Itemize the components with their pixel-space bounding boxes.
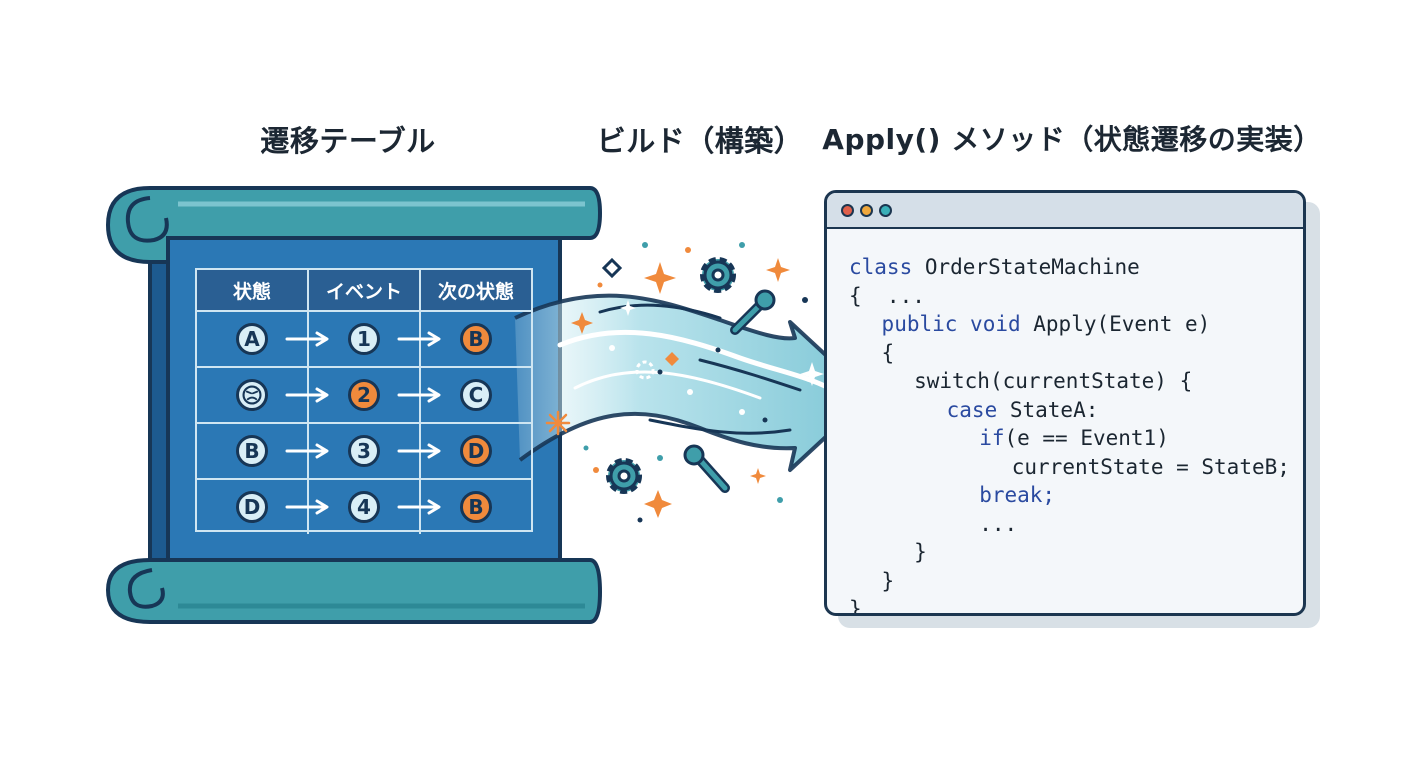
table-cell: D (197, 480, 329, 534)
arrow-right-icon (397, 387, 443, 403)
header-next-state: 次の状態 (437, 280, 514, 303)
title-transition-table: 遷移テーブル (260, 124, 436, 158)
code-block: class OrderStateMachine { ... public void … (827, 229, 1303, 616)
table-cell: 3 (309, 424, 441, 478)
gear-icon (606, 458, 642, 494)
table-cell: 1 (309, 312, 441, 366)
sparkle-icon (620, 300, 824, 386)
maximize-dot-icon[interactable] (879, 203, 892, 217)
next-state-circle: D (460, 435, 492, 467)
close-dot-icon[interactable] (841, 203, 854, 217)
arrow-right-icon (285, 387, 331, 403)
code-line: } (914, 540, 927, 564)
gear-icon (700, 257, 736, 293)
arrow-right-icon (397, 331, 443, 347)
code-line: } (849, 597, 862, 616)
arrow-right-icon (285, 499, 331, 515)
header-event: イベント (309, 270, 421, 310)
title-apply-method: Apply() メソッド（状態遷移の実装） (822, 123, 1322, 156)
sparkle-icon (545, 410, 571, 436)
code-line: ... (979, 511, 1018, 536)
code-line: if(e == Event1) (979, 426, 1169, 450)
table-cell: C (421, 368, 531, 422)
code-line: break; (979, 483, 1056, 507)
table-row: A 1 B (197, 312, 531, 368)
table-row: B 3 D (197, 424, 531, 480)
table-row: D 4 B (197, 480, 531, 534)
next-state-circle: B (460, 491, 492, 523)
event-circle: 2 (348, 379, 380, 411)
face-icon (242, 385, 262, 405)
minimize-dot-icon[interactable] (860, 203, 873, 217)
next-state-circle: B (460, 323, 492, 355)
header-state: 状態 (197, 270, 309, 310)
window-title-bar (827, 193, 1303, 229)
table-cell: B (421, 312, 531, 366)
code-line: } (881, 568, 895, 593)
build-flow-arrow (514, 293, 872, 472)
next-state-circle: C (460, 379, 492, 411)
table-header: 状態 イベント 次の状態 (197, 270, 531, 312)
table-cell: B (421, 480, 531, 534)
state-circle (236, 379, 268, 411)
code-line: case StateA: (946, 397, 1099, 422)
arrow-right-icon (397, 499, 443, 515)
code-window: class OrderStateMachine { ... public void … (824, 190, 1306, 616)
state-circle: D (236, 491, 268, 523)
gear-icon (635, 360, 655, 380)
event-circle: 3 (348, 435, 380, 467)
state-circle: A (236, 323, 268, 355)
arrow-right-icon (285, 443, 331, 459)
arrow-right-icon (285, 331, 331, 347)
confetti (583, 242, 808, 523)
table-cell: A (197, 312, 329, 366)
table-cell: D (421, 424, 531, 478)
table-cell: B (197, 424, 329, 478)
table-cell: 2 (309, 368, 441, 422)
wrench-icon (730, 289, 776, 335)
code-line: switch(currentState) { (914, 369, 1193, 393)
code-line: public void Apply(Event e) (881, 312, 1211, 336)
wrench-icon (683, 444, 730, 493)
code-line: { ... (849, 283, 925, 308)
event-circle: 4 (348, 491, 380, 523)
title-build: ビルド（構築） (596, 124, 804, 158)
table-cell (197, 368, 329, 422)
event-circle: 1 (348, 323, 380, 355)
code-line: class OrderStateMachine (849, 255, 1140, 279)
sparkle-icon (571, 258, 790, 518)
code-line: { (881, 340, 895, 365)
table-cell: 4 (309, 480, 441, 534)
diamond-icon (601, 257, 679, 366)
state-circle: B (236, 435, 268, 467)
arrow-right-icon (397, 443, 443, 459)
code-line: currentState = StateB; (1011, 454, 1290, 479)
